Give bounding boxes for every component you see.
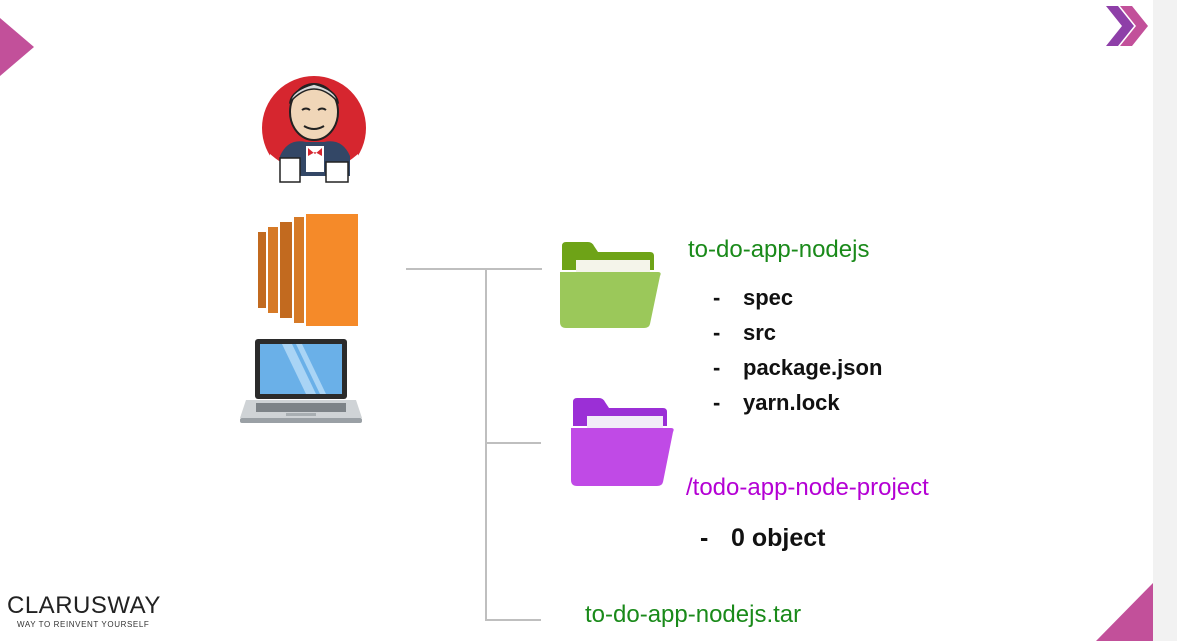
- connector-horizontal-top: [406, 268, 542, 270]
- corner-triangle-icon: [0, 18, 34, 76]
- project-folder-title: /todo-app-node-project: [686, 474, 929, 501]
- laptop-icon: [240, 339, 362, 423]
- purple-folder-icon: [571, 398, 674, 486]
- green-folder-icon: [560, 242, 661, 328]
- brand-tagline: WAY TO REINVENT YOURSELF: [17, 620, 150, 629]
- project-folder-item: -0 object: [700, 524, 826, 552]
- connector-vertical: [485, 268, 487, 620]
- list-item: -yarn.lock: [713, 389, 840, 415]
- workspace-file-list: -spec -src -package.json -yarn.lock: [713, 280, 882, 420]
- connector-horizontal-middle: [485, 442, 541, 444]
- aws-ec2-icon: [258, 214, 358, 326]
- corner-triangle-bottom-icon: [1096, 583, 1153, 641]
- archive-file-name: to-do-app-nodejs.tar: [585, 601, 802, 628]
- window-edge: [1153, 0, 1177, 641]
- workspace-folder-title: to-do-app-nodejs: [688, 236, 870, 263]
- chevron-arrows-icon: [1106, 6, 1148, 46]
- connector-horizontal-bottom: [485, 619, 541, 621]
- jenkins-logo-icon: [262, 76, 366, 188]
- list-item: -src: [713, 319, 777, 345]
- slide: to-do-app-nodejs -spec -src -package.jso…: [0, 6, 1153, 641]
- list-item: -package.json: [713, 354, 883, 380]
- list-item: -spec: [713, 284, 794, 310]
- brand-logo: CLARUSWAY: [7, 592, 161, 619]
